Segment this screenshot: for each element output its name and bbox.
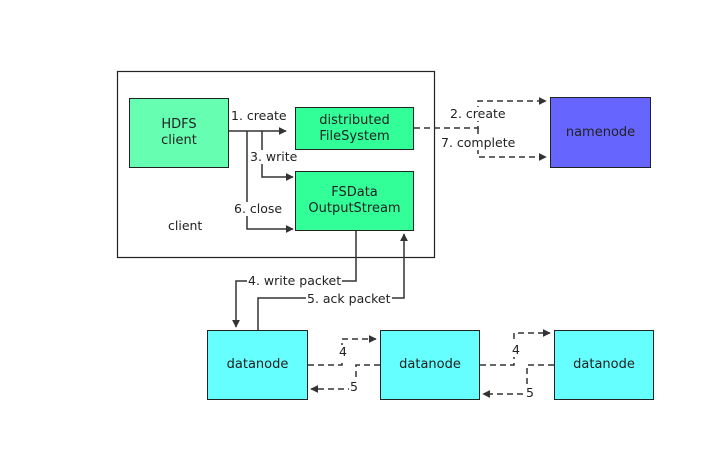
edge-label-namenode-create: 2. create — [449, 106, 507, 121]
edge-write — [261, 131, 294, 181]
edge-label-ack-packet: 5. ack packet — [306, 291, 392, 306]
client-container-label: client — [168, 218, 203, 233]
edge-namenode-complete — [477, 128, 547, 161]
node-label: OutputStream — [308, 201, 401, 216]
node-label: datanode — [573, 357, 635, 372]
node-label: distributed — [319, 112, 390, 128]
edge-close — [246, 131, 294, 233]
node-label: client — [161, 133, 197, 148]
node-datanode-2: datanode — [380, 330, 480, 400]
node-label: HDFS — [161, 117, 197, 132]
node-label: FSData — [331, 185, 378, 200]
edge-label-write: 3. write — [249, 149, 299, 164]
edge-label-close: 6. close — [233, 201, 284, 216]
node-datanode-3: datanode — [554, 330, 654, 400]
node-datanode-1: datanode — [207, 330, 308, 400]
edge-label-dn-forward-1: 4 — [338, 344, 348, 359]
edge-namenode-create — [414, 97, 547, 129]
edge-label-complete: 7. complete — [440, 135, 517, 150]
edge-dn-ack-1 — [310, 364, 380, 393]
client-container — [116, 70, 436, 259]
edge-label-dn-ack-1: 5 — [349, 379, 359, 394]
node-namenode: namenode — [550, 97, 651, 168]
edge-label-create: 1. create — [230, 108, 288, 123]
edge-label-dn-forward-2: 4 — [511, 342, 521, 357]
edge-label-dn-ack-2: 5 — [525, 385, 535, 400]
node-label: datanode — [399, 357, 461, 372]
node-label: datanode — [226, 357, 289, 372]
edge-dn-ack-2 — [482, 364, 554, 398]
node-label: FileSystem — [319, 128, 390, 144]
node-label: namenode — [565, 124, 636, 140]
edge-label-write-packet: 4. write packet — [247, 273, 343, 288]
